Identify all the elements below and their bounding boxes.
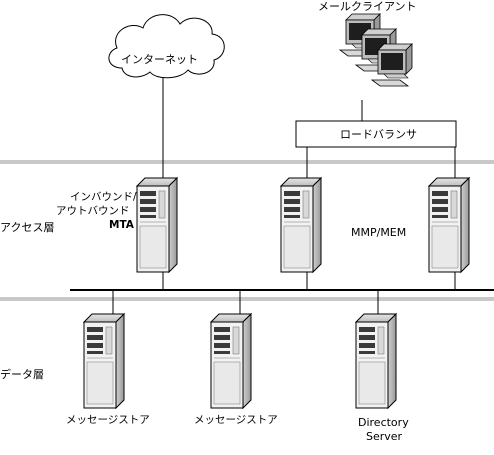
mmp-label: MMP/MEM bbox=[351, 226, 407, 239]
message-store-label-2: メッセージストア bbox=[194, 414, 278, 426]
tier-divider-top bbox=[0, 160, 494, 164]
server-icon bbox=[136, 177, 178, 273]
mta-label-line3: MTA bbox=[109, 219, 134, 231]
cloud-icon bbox=[108, 14, 225, 79]
message-store-label-1: メッセージストア bbox=[66, 414, 150, 426]
internet-label: インターネット bbox=[121, 53, 198, 66]
network-links bbox=[112, 72, 456, 314]
directory-server-label-line2: Server bbox=[366, 430, 403, 443]
mail-client-label: メールクライアント bbox=[318, 0, 417, 13]
server-icon bbox=[280, 177, 322, 273]
data-tier-label: データ層 bbox=[0, 368, 44, 381]
mta-label-line2: アウトバウンド bbox=[56, 205, 130, 217]
server-icon bbox=[210, 313, 252, 409]
load-balancer-label: ロードバランサ bbox=[340, 128, 417, 141]
directory-server-label-line1: Directory bbox=[358, 416, 409, 429]
mta-label-line1: インバウンド/ bbox=[70, 191, 137, 203]
tier-divider-middle bbox=[0, 297, 494, 301]
server-icon bbox=[428, 177, 470, 273]
server-icon bbox=[355, 313, 397, 409]
access-tier-label: アクセス層 bbox=[0, 221, 55, 234]
load-balancer-box bbox=[295, 120, 457, 148]
server-icon bbox=[83, 313, 125, 409]
workstation-icon bbox=[339, 13, 413, 87]
